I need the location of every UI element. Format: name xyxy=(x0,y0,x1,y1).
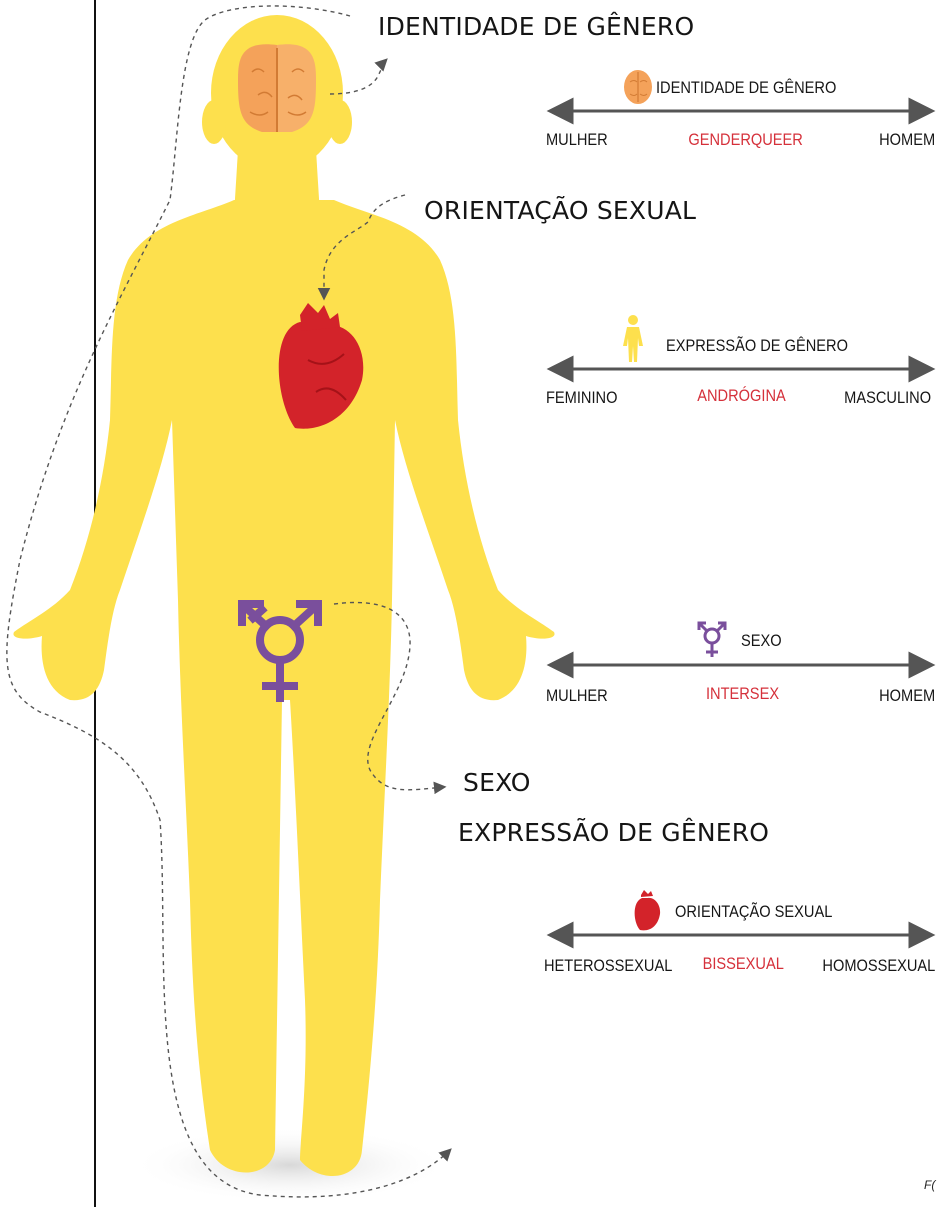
callout-sexo: SEXO xyxy=(463,768,531,797)
scale-left-identidade: MULHER xyxy=(546,130,608,150)
brain-icon xyxy=(624,70,652,104)
scale-left-orientacao: HETEROSSEXUAL xyxy=(544,956,672,976)
scale-middle-orientacao: BISSEXUAL xyxy=(703,954,784,974)
scale-title-sexo: SEXO xyxy=(741,631,782,651)
heart-icon xyxy=(635,890,660,930)
scale-title-identidade: IDENTIDADE DE GÊNERO xyxy=(656,78,836,98)
scale-right-identidade: HOMEM xyxy=(879,130,935,150)
scale-middle-identidade: GENDERQUEER xyxy=(688,130,803,150)
footnote: F( xyxy=(924,1178,935,1192)
scale-arrows xyxy=(552,111,930,935)
scale-right-sexo: HOMEM xyxy=(879,686,935,706)
transgender-symbol-icon xyxy=(699,623,725,657)
scale-title-orientacao: ORIENTAÇÃO SEXUAL xyxy=(675,902,832,922)
ground-shadow xyxy=(130,1127,450,1203)
callout-identidade: IDENTIDADE DE GÊNERO xyxy=(378,12,694,41)
scale-left-sexo: MULHER xyxy=(546,686,608,706)
scale-right-expressao: MASCULINO xyxy=(844,388,931,408)
callout-orientacao: ORIENTAÇÃO SEXUAL xyxy=(424,196,696,225)
scale-middle-sexo: INTERSEX xyxy=(706,684,779,704)
person-icon xyxy=(623,315,643,362)
callout-expressao: EXPRESSÃO DE GÊNERO xyxy=(458,818,769,847)
scale-left-expressao: FEMININO xyxy=(546,388,617,408)
scale-title-expressao: EXPRESSÃO DE GÊNERO xyxy=(666,336,848,356)
scale-middle-expressao: ANDRÓGINA xyxy=(697,386,786,406)
brain-illustration xyxy=(238,44,316,132)
scale-right-orientacao: HOMOSSEXUAL xyxy=(822,956,935,976)
